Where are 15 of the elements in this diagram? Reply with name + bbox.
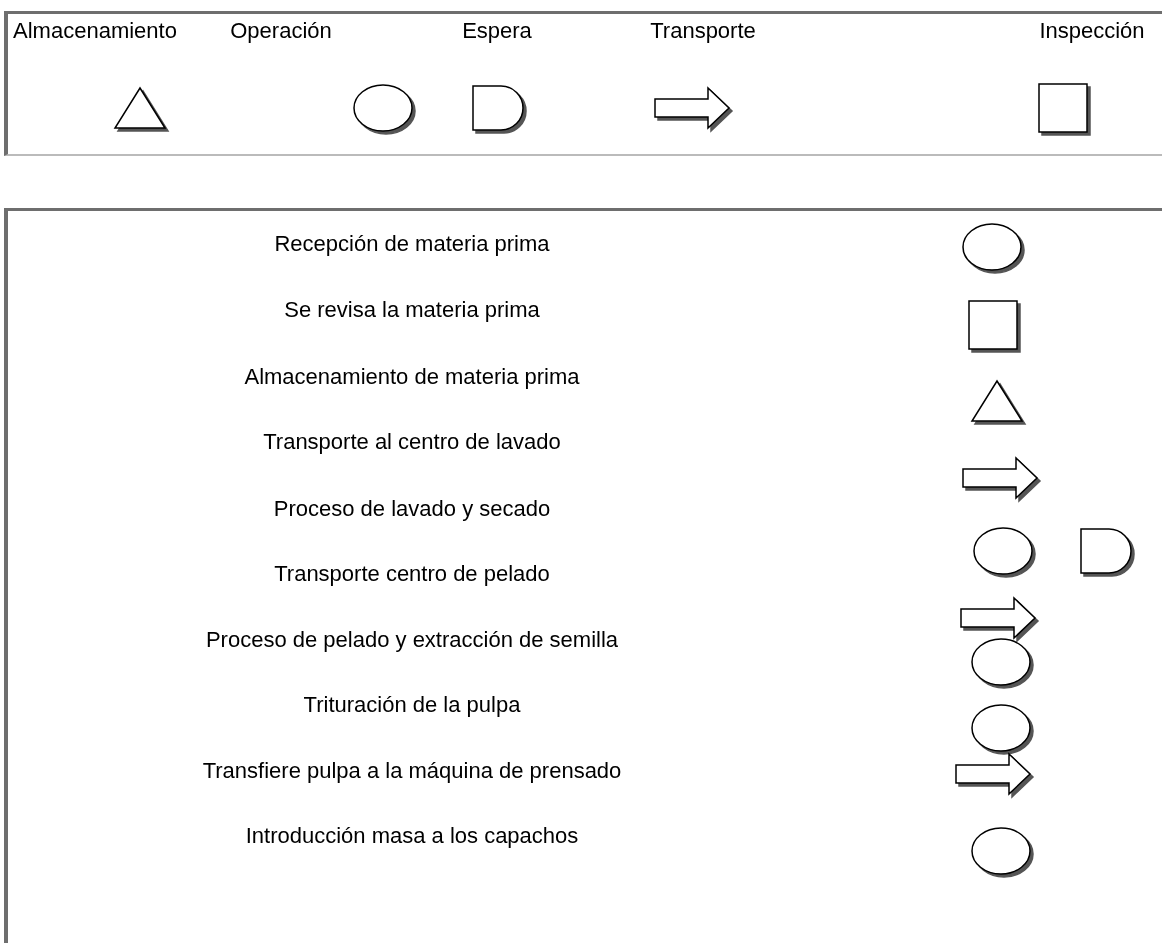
step-label: Proceso de pelado y extracción de semilla — [205, 627, 619, 653]
step-label: Introducción masa a los capachos — [245, 823, 579, 849]
step-label: Se revisa la materia prima — [284, 297, 540, 323]
legend-label: Espera — [462, 18, 532, 44]
step-label: Transporte centro de pelado — [274, 561, 550, 587]
legend-label: Operación — [230, 18, 332, 44]
step-label: Transporte al centro de lavado — [263, 429, 561, 455]
legend-label: Almacenamiento — [13, 18, 177, 44]
step-label: Recepción de materia prima — [274, 231, 550, 257]
step-label: Almacenamiento de materia prima — [244, 364, 580, 390]
step-label: Transfiere pulpa a la máquina de prensado — [202, 758, 622, 784]
step-label: Proceso de lavado y secado — [273, 496, 551, 522]
legend-label: Inspección — [1039, 18, 1145, 44]
step-label: Trituración de la pulpa — [303, 692, 521, 718]
legend-label: Transporte — [650, 18, 756, 44]
